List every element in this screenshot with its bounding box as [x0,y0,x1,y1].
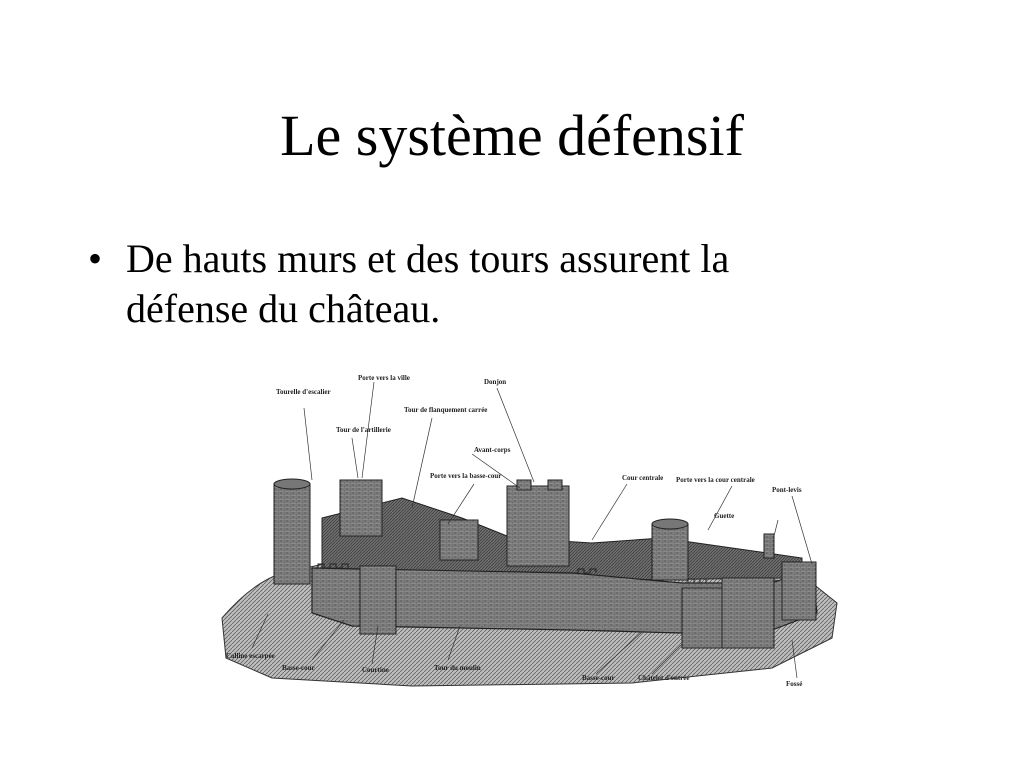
label-porte-basse-cour: Porte vers la basse-cour [430,472,501,480]
label-avant-corps: Avant-corps [474,446,511,454]
label-courtine: Courtine [362,666,389,674]
label-tour-moulin: Tour du moulin [434,664,481,672]
label-cour-centrale: Cour centrale [622,474,663,482]
label-colline: Colline escarpée [226,652,275,660]
label-porte-cour-centrale: Porte vers la cour centrale [676,476,755,484]
castle-illustration: Tourelle d'escalier Porte vers la ville … [212,368,840,696]
label-fosse: Fossé [786,680,802,688]
diagram-labels: Tourelle d'escalier Porte vers la ville … [226,374,802,688]
label-guette: Guette [714,512,734,520]
crenellations [312,563,707,584]
label-tour-artillerie: Tour de l'artillerie [336,426,391,434]
label-donjon: Donjon [484,378,506,386]
label-tourelle: Tourelle d'escalier [276,388,331,396]
castle-drawing: Tourelle d'escalier Porte vers la ville … [221,374,838,688]
label-basse-cour-1: Basse-cour [282,664,315,672]
bullet-icon: • [88,236,103,281]
towers [273,478,817,649]
label-tour-flanquement: Tour de flanquement carrée [404,406,487,414]
label-pont-levis: Pont-levis [772,486,802,494]
bullet-text: De hauts murs et des tours assurent la d… [126,236,730,331]
bullet-list: • De hauts murs et des tours assurent la… [88,234,848,334]
label-chatelet: Châtelet d'entrée [638,674,690,682]
leader-lines [251,381,813,679]
bullet-item: • De hauts murs et des tours assurent la… [88,234,848,334]
slide-title: Le système défensif [280,103,744,168]
label-basse-cour-2: Basse-cour [582,674,615,682]
label-porte-ville: Porte vers la ville [358,374,410,382]
